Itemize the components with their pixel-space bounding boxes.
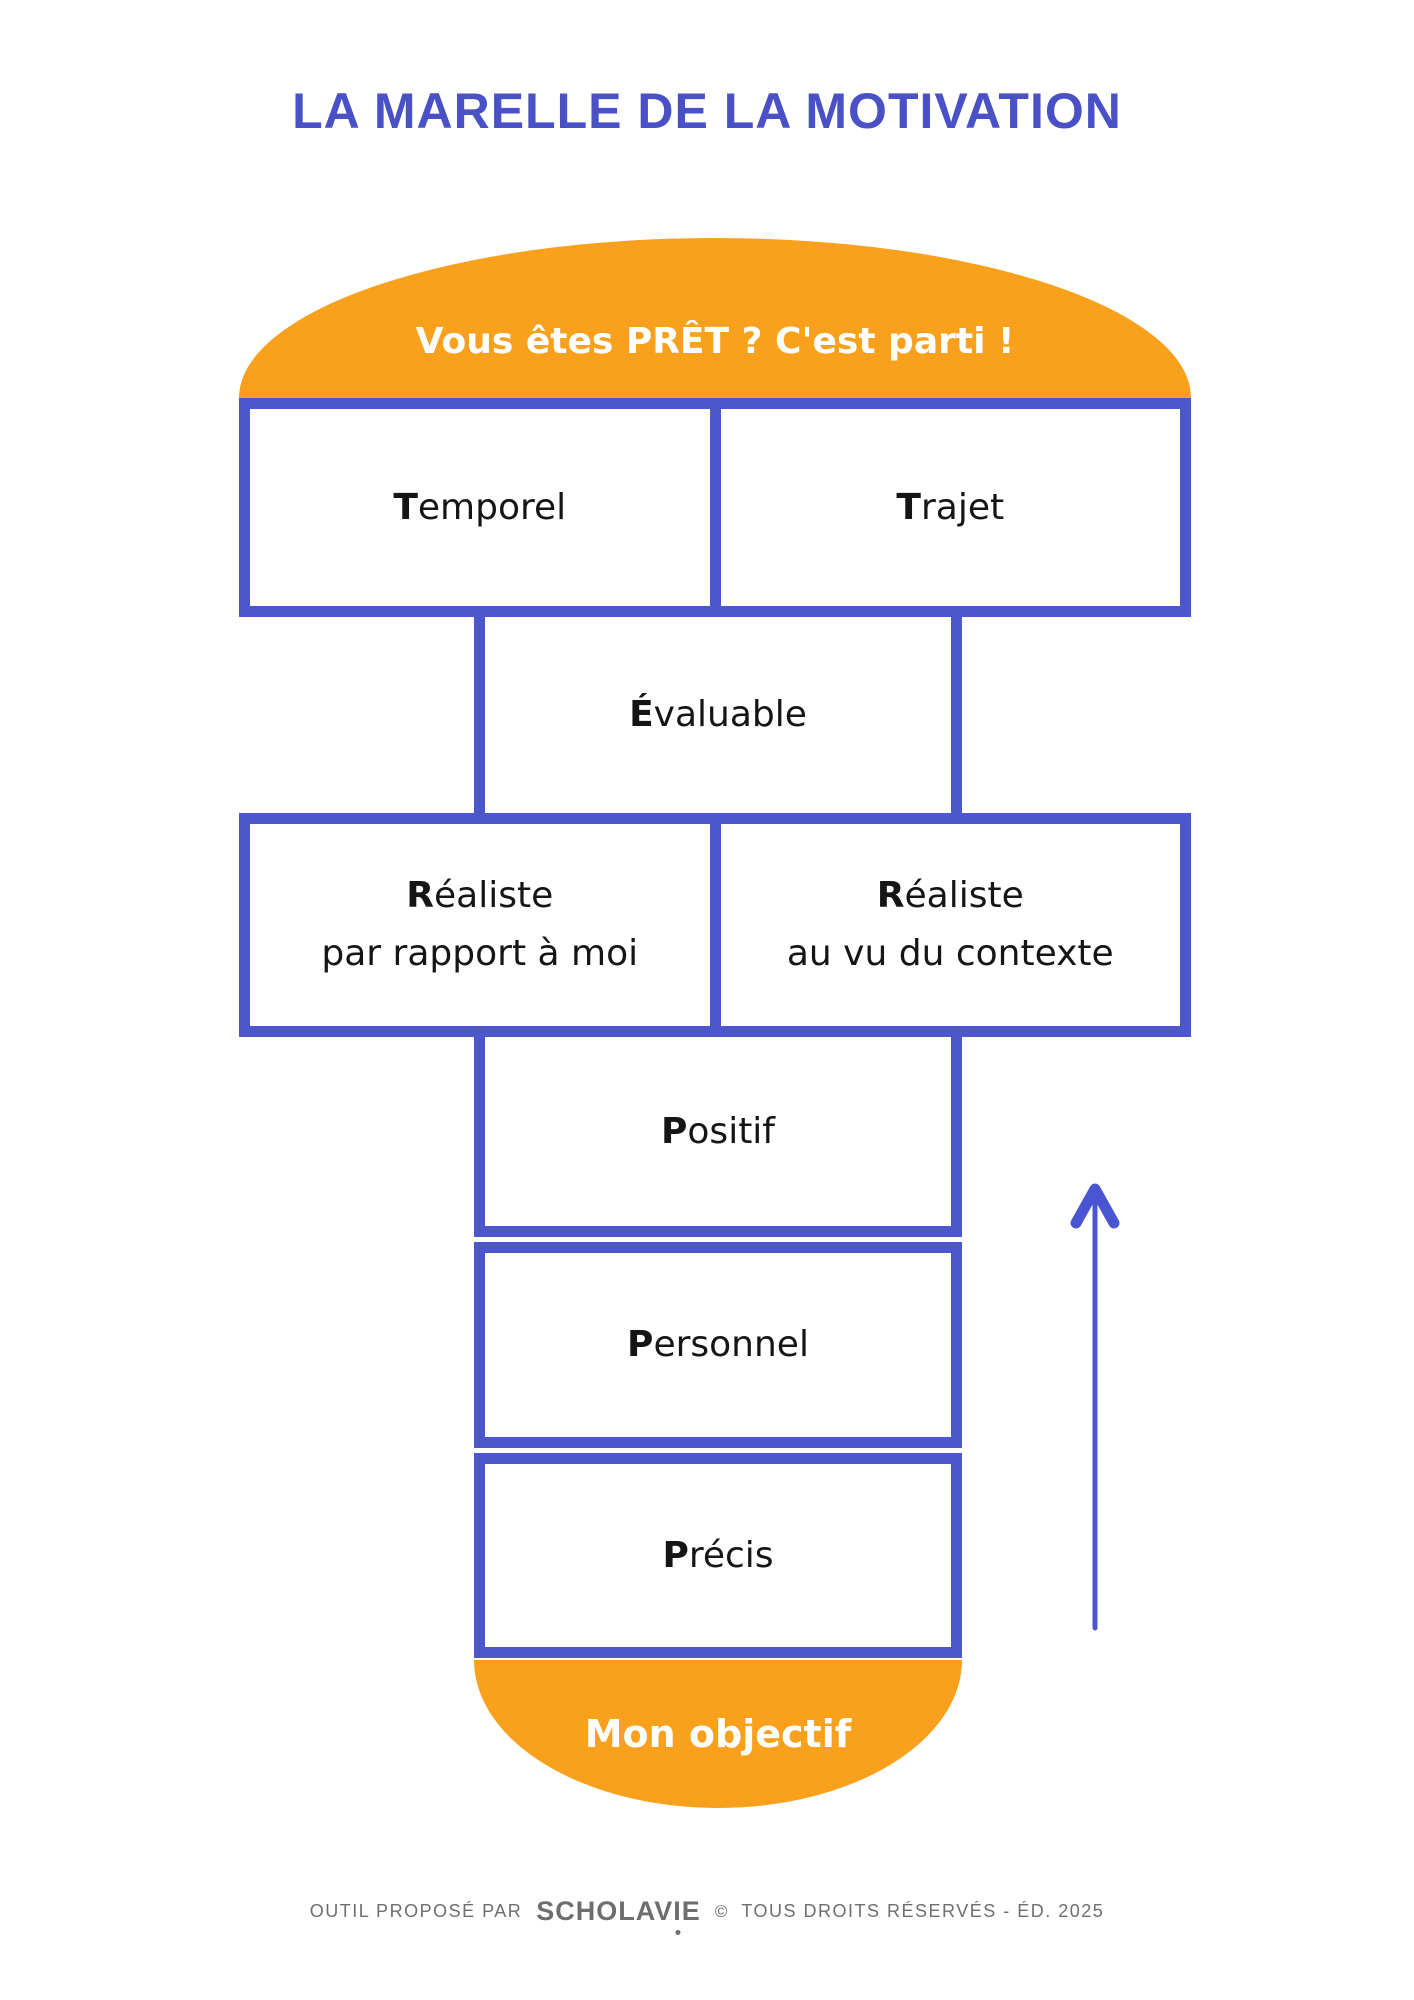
box-realiste-moi-line2: par rapport à moi: [321, 933, 639, 974]
box-temporel-label: Temporel: [393, 479, 566, 537]
top-banner: Vous êtes PRÊT ? C'est parti !: [239, 238, 1191, 398]
box-positif-lead: P: [661, 1110, 688, 1152]
row-temporel-trajet: Temporel Trajet: [239, 398, 1191, 617]
box-trajet-lead: T: [896, 486, 921, 528]
page-title: LA MARELLE DE LA MOTIVATION: [292, 83, 1122, 139]
box-realiste-moi-lead: R: [406, 875, 434, 917]
box-realiste-contexte: Réaliste au vu du contexte: [721, 824, 1181, 1026]
scholavie-logo-pre: SCHOLAV: [536, 1896, 674, 1926]
box-personnel: Personnel: [474, 1242, 962, 1448]
box-trajet-rest: rajet: [920, 486, 1005, 528]
box-temporel: Temporel: [250, 409, 710, 606]
row-divider: [709, 824, 721, 1026]
box-realiste-contexte-line2: au vu du contexte: [786, 933, 1114, 974]
box-positif-label: Positif: [661, 1103, 775, 1161]
bottom-banner-label: Mon objectif: [584, 1712, 852, 1756]
box-evaluable-lead: É: [629, 694, 654, 736]
scholavie-logo-i: I: [673, 1896, 682, 1926]
up-arrow-icon: [1070, 1183, 1120, 1631]
box-personnel-rest: ersonnel: [653, 1324, 809, 1366]
box-realiste-moi-rest: éaliste: [434, 875, 554, 917]
box-personnel-label: Personnel: [627, 1316, 809, 1374]
box-realiste-contexte-rest: éaliste: [904, 875, 1024, 917]
box-realiste-moi: Réaliste par rapport à moi: [250, 824, 710, 1026]
box-realiste-contexte-lead: R: [876, 875, 905, 917]
box-realiste-contexte-label: Réaliste: [877, 867, 1024, 925]
box-temporel-lead: T: [393, 486, 418, 528]
box-evaluable: Évaluable: [474, 606, 962, 824]
box-trajet-label: Trajet: [896, 479, 1004, 537]
top-banner-label: Vous êtes PRÊT ? C'est parti !: [415, 320, 1015, 362]
copyright-icon: ©: [714, 1901, 728, 1921]
box-trajet: Trajet: [721, 409, 1181, 606]
footer-prefix: OUTIL PROPOSÉ PAR: [309, 1901, 523, 1921]
box-evaluable-label: Évaluable: [629, 686, 807, 744]
box-precis-label: Précis: [662, 1527, 773, 1585]
bottom-banner: Mon objectif: [474, 1660, 962, 1808]
box-positif-rest: ositif: [687, 1110, 775, 1152]
row-divider: [709, 409, 721, 606]
box-positif: Positif: [474, 1026, 962, 1237]
box-precis: Précis: [474, 1453, 962, 1658]
box-evaluable-rest: valuable: [653, 694, 807, 736]
box-temporel-rest: emporel: [417, 486, 567, 528]
footer-rights: TOUS DROITS RÉSERVÉS - ÉD. 2025: [741, 1901, 1105, 1921]
box-realiste-moi-label: Réaliste: [406, 867, 553, 925]
box-precis-lead: P: [662, 1534, 689, 1576]
box-personnel-lead: P: [627, 1324, 654, 1366]
scholavie-logo-post: E: [681, 1896, 701, 1926]
box-precis-rest: récis: [688, 1534, 774, 1576]
row-realiste: Réaliste par rapport à moi Réaliste au v…: [239, 813, 1191, 1037]
